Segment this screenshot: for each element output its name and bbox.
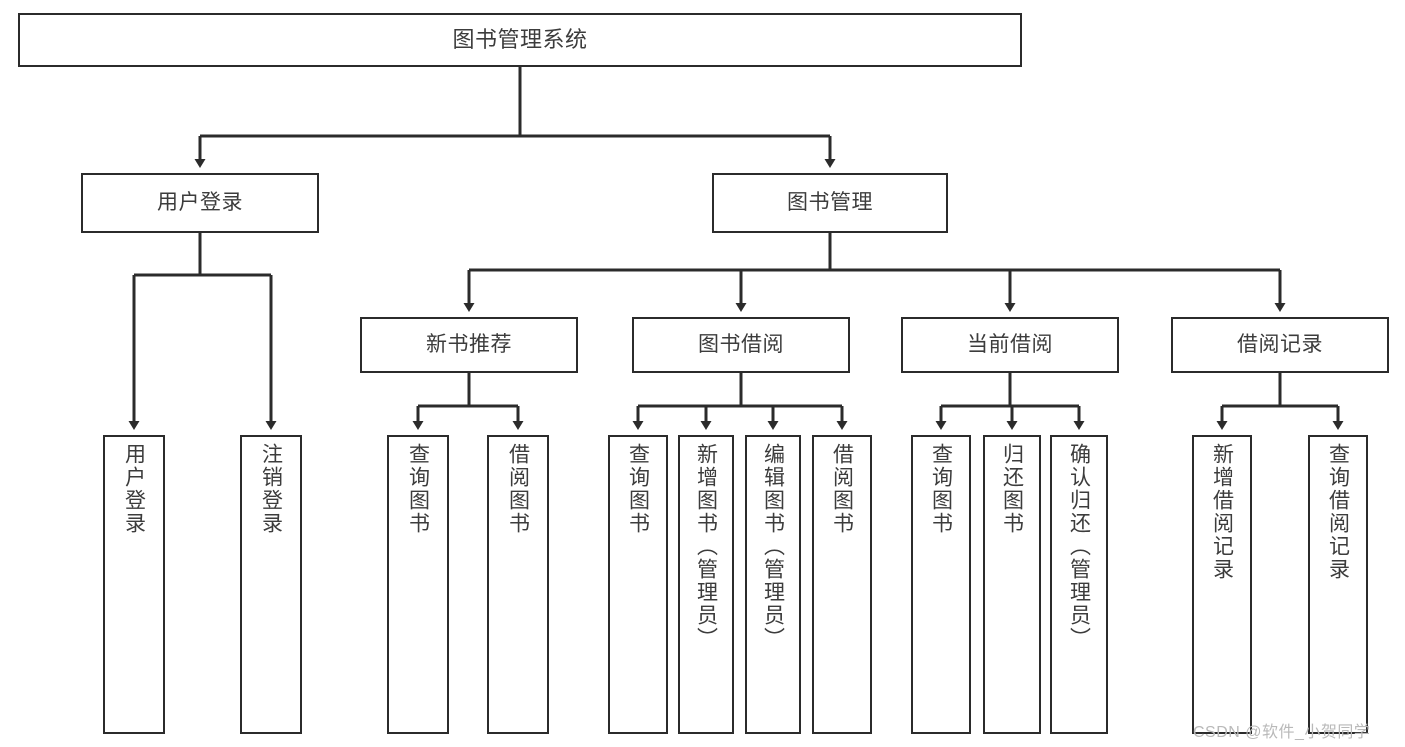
node-leaf-borrow-book-rec-label: 借阅图书 bbox=[506, 443, 530, 535]
node-book-manage-label: 图书管理 bbox=[787, 190, 873, 214]
node-user-login-label: 用户登录 bbox=[157, 190, 243, 214]
node-leaf-user-login[interactable]: 用户登录 bbox=[103, 435, 165, 734]
node-current-borrow[interactable]: 当前借阅 bbox=[901, 317, 1119, 373]
node-new-book-rec-label: 新书推荐 bbox=[426, 332, 512, 356]
node-current-borrow-label: 当前借阅 bbox=[967, 332, 1053, 356]
node-leaf-query-book-rec-label: 查询图书 bbox=[406, 443, 430, 535]
node-leaf-edit-book[interactable]: 编辑图书（管理员） bbox=[745, 435, 801, 734]
node-leaf-query-book-rec[interactable]: 查询图书 bbox=[387, 435, 449, 734]
node-leaf-add-book-label: 新增图书（管理员） bbox=[694, 443, 718, 650]
node-leaf-edit-book-label: 编辑图书（管理员） bbox=[761, 443, 785, 650]
node-leaf-add-borrow-record-label: 新增借阅记录 bbox=[1210, 443, 1234, 581]
node-leaf-query-book-cur-label: 查询图书 bbox=[929, 443, 953, 535]
node-leaf-borrow-book-rec[interactable]: 借阅图书 bbox=[487, 435, 549, 734]
node-leaf-user-login-label: 用户登录 bbox=[122, 443, 146, 535]
node-leaf-query-borrow-record-label: 查询借阅记录 bbox=[1326, 443, 1350, 581]
node-new-book-rec[interactable]: 新书推荐 bbox=[360, 317, 578, 373]
node-leaf-confirm-return[interactable]: 确认归还（管理员） bbox=[1050, 435, 1108, 734]
node-borrow-record[interactable]: 借阅记录 bbox=[1171, 317, 1389, 373]
node-leaf-user-logout-label: 注销登录 bbox=[259, 443, 283, 535]
node-leaf-query-book-cur[interactable]: 查询图书 bbox=[911, 435, 971, 734]
node-leaf-borrow-book-label: 借阅图书 bbox=[830, 443, 854, 535]
node-leaf-query-book-borrow[interactable]: 查询图书 bbox=[608, 435, 668, 734]
node-borrow-record-label: 借阅记录 bbox=[1237, 332, 1323, 356]
node-leaf-return-book[interactable]: 归还图书 bbox=[983, 435, 1041, 734]
node-leaf-confirm-return-label: 确认归还（管理员） bbox=[1067, 443, 1091, 650]
node-leaf-user-logout[interactable]: 注销登录 bbox=[240, 435, 302, 734]
node-leaf-query-borrow-record[interactable]: 查询借阅记录 bbox=[1308, 435, 1368, 734]
node-leaf-add-borrow-record[interactable]: 新增借阅记录 bbox=[1192, 435, 1252, 734]
node-leaf-add-book[interactable]: 新增图书（管理员） bbox=[678, 435, 734, 734]
node-root[interactable]: 图书管理系统 bbox=[18, 13, 1022, 67]
node-book-borrow-label: 图书借阅 bbox=[698, 332, 784, 356]
watermark: CSDN @软件_小贺同学 bbox=[1193, 724, 1371, 741]
node-book-borrow[interactable]: 图书借阅 bbox=[632, 317, 850, 373]
node-leaf-return-book-label: 归还图书 bbox=[1000, 443, 1024, 535]
node-leaf-query-book-borrow-label: 查询图书 bbox=[626, 443, 650, 535]
node-leaf-borrow-book[interactable]: 借阅图书 bbox=[812, 435, 872, 734]
node-user-login[interactable]: 用户登录 bbox=[81, 173, 319, 233]
node-book-manage[interactable]: 图书管理 bbox=[712, 173, 948, 233]
node-root-label: 图书管理系统 bbox=[452, 27, 588, 53]
